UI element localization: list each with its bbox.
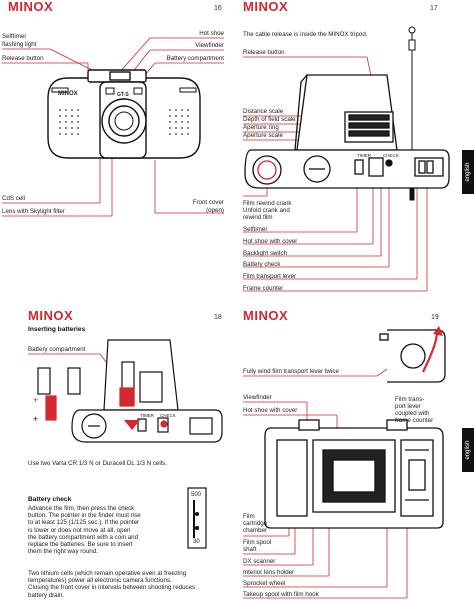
label-film-spool-2: shaft [243, 546, 257, 553]
camera-model-text: GT-S [117, 92, 129, 98]
label-distance-scale: Distance scale [243, 108, 284, 115]
page-number: 17 [430, 5, 438, 12]
label-wind-lever-instruction: Fully wind film transport lever twice [243, 368, 339, 375]
label-selftimer: Selftimer [2, 33, 27, 40]
label-transport-lever: Film transport lever [243, 273, 296, 280]
dial-check-label: CHECK [383, 153, 399, 158]
label-aperture-scale: Aperture scale [243, 132, 283, 139]
label-rewind-unfold: Unfold crank and [243, 207, 290, 214]
label-backlight-switch: Backlight switch [243, 250, 288, 257]
battery-check-text: Advance the film, then press the check b… [28, 505, 141, 556]
page-16: MINOX 16 [0, 0, 237, 300]
label-selftimer: Selftimer [243, 226, 268, 233]
language-tab: english [462, 150, 474, 194]
label-cartridge-chamber-3: chamber [243, 527, 268, 534]
page-19: MINOX 19 english [237, 300, 474, 600]
battery-type-note: Use two Varta CR 1/3 N or Duracell DL 1/… [28, 460, 167, 467]
label-transport-lever-4: frame counter [395, 417, 434, 424]
tripod-note: The cable release is inside the MINOX tr… [243, 31, 368, 38]
label-rewind-film: rewind film [243, 214, 273, 221]
label-front-cover-open: (open) [206, 207, 224, 214]
label-hot-shoe: Hot shoe [199, 30, 224, 37]
label-release-button: Release button [243, 49, 285, 56]
label-transport-lever-3: coupled with [395, 410, 430, 417]
label-rewind-crank: Film rewind crank [243, 200, 292, 207]
label-hot-shoe: Hot shoe with cover [243, 238, 298, 245]
page-number: 18 [214, 314, 222, 321]
label-battery-compartment: Battery compartment [166, 55, 224, 62]
label-cartridge-chamber-2: cartridge [243, 520, 268, 527]
label-depth-of-field: Depth of field scale [243, 116, 296, 123]
meter-top-value: 500 [191, 492, 202, 498]
meter-bottom-value: 30 [193, 539, 200, 545]
label-viewfinder: Viewfinder [243, 394, 272, 401]
label-transport-lever-1: Film trans- [395, 396, 425, 403]
camera-front-illustration [2, 37, 224, 217]
language-tab: english [462, 428, 474, 472]
camera-brand-text: MINOX [58, 91, 78, 97]
label-battery-compartment: Battery compartment [28, 346, 86, 353]
minox-logo: MINOX [8, 0, 54, 14]
battery-check-heading: Battery check [28, 496, 72, 503]
label-transport-lever-2: port lever [395, 403, 421, 410]
label-release-button: Release button [2, 55, 44, 62]
label-cartridge-chamber-1: Film [243, 513, 255, 520]
label-frame-counter: Frame counter [243, 285, 284, 292]
label-viewfinder: Viewfinder [195, 42, 224, 49]
dial-check-label: CHECK [160, 413, 176, 418]
lithium-cells-text: Two lithium cells (which remain operativ… [28, 570, 196, 599]
label-sprocket-wheel: Sprocket wheel [243, 580, 286, 587]
camera-interior-illustration [243, 326, 446, 599]
dial-timer-label: TIMER [357, 153, 371, 158]
svg-text:+: + [33, 414, 38, 424]
label-lens-holder: Interior lens holder [243, 569, 295, 576]
page-number: 16 [214, 5, 222, 12]
label-front-cover: Front cover [192, 199, 224, 206]
minox-logo: MINOX [28, 308, 74, 323]
label-film-spool-1: Film spool [243, 539, 272, 546]
svg-text:+: + [33, 395, 38, 405]
camera-top-illustration [243, 26, 450, 292]
page-17: MINOX 17 english [237, 0, 474, 300]
label-lens: Lens with Skylight filter [2, 208, 65, 215]
label-hot-shoe: Hot shoe with cover [243, 407, 298, 414]
dial-timer-label: TIMER [140, 413, 154, 418]
section-heading: Inserting batteries [28, 326, 86, 333]
page-number: 19 [431, 314, 439, 321]
label-takeup-spool: Takeup spool with film hook [243, 591, 319, 598]
label-battery-check: Battery check [243, 261, 281, 268]
battery-insertion-illustration: + + [28, 339, 223, 549]
page-18: MINOX 18 Inserting batteries Battery com… [0, 300, 237, 600]
minox-logo: MINOX [243, 308, 289, 323]
label-aperture-ring: Aperture ring [243, 124, 279, 131]
label-selftimer-light: flashing light [2, 41, 37, 48]
label-cds-cell: CdS cell [2, 195, 26, 202]
label-dx-scanner: DX scanner [243, 558, 276, 565]
minox-logo: MINOX [243, 0, 289, 14]
